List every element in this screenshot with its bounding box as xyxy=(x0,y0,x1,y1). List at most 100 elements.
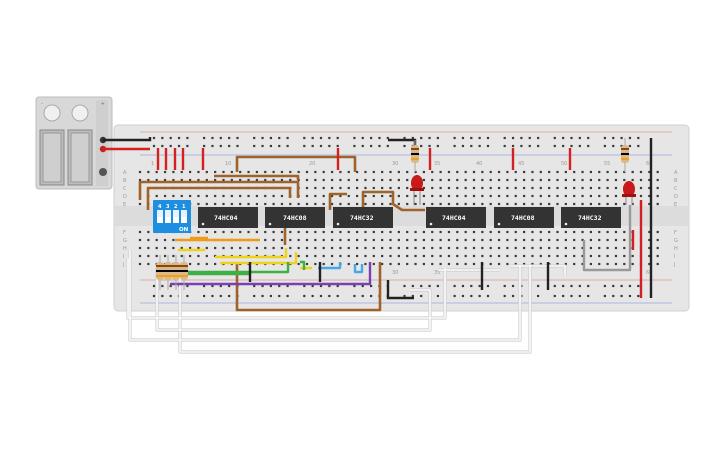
breadboard-hole[interactable] xyxy=(564,254,567,258)
breadboard-hole[interactable] xyxy=(514,230,517,234)
breadboard-hole[interactable] xyxy=(481,194,484,198)
breadboard-hole[interactable] xyxy=(155,178,158,182)
breadboard-hole[interactable] xyxy=(612,136,615,140)
breadboard-hole[interactable] xyxy=(406,254,409,258)
breadboard-hole[interactable] xyxy=(531,254,534,258)
breadboard-hole[interactable] xyxy=(336,136,339,140)
breadboard-hole[interactable] xyxy=(447,230,451,234)
green-wire[interactable] xyxy=(300,260,306,270)
breadboard-hole[interactable] xyxy=(489,230,492,234)
breadboard-hole[interactable] xyxy=(514,170,517,174)
breadboard-hole[interactable] xyxy=(336,284,339,288)
breadboard-hole[interactable] xyxy=(414,230,417,234)
breadboard-hole[interactable] xyxy=(614,194,618,198)
breadboard-hole[interactable] xyxy=(280,230,284,234)
breadboard-hole[interactable] xyxy=(489,170,492,174)
breadboard-hole[interactable] xyxy=(322,230,325,234)
breadboard-hole[interactable] xyxy=(255,170,258,174)
breadboard-hole[interactable] xyxy=(489,186,492,190)
breadboard-hole[interactable] xyxy=(228,136,231,140)
breadboard-hole[interactable] xyxy=(314,230,317,234)
breadboard-hole[interactable] xyxy=(506,186,509,190)
breadboard-hole[interactable] xyxy=(278,144,281,148)
breadboard-hole[interactable] xyxy=(573,238,576,242)
breadboard-hole[interactable] xyxy=(628,294,632,298)
breadboard-hole[interactable] xyxy=(439,230,442,234)
breadboard-hole[interactable] xyxy=(422,202,425,206)
breadboard-hole[interactable] xyxy=(548,202,551,206)
breadboard-hole[interactable] xyxy=(356,262,359,266)
breadboard-hole[interactable] xyxy=(539,254,542,258)
breadboard-hole[interactable] xyxy=(497,262,501,266)
breadboard-hole[interactable] xyxy=(155,246,158,250)
breadboard-hole[interactable] xyxy=(414,170,417,174)
breadboard-hole[interactable] xyxy=(214,170,217,174)
breadboard-hole[interactable] xyxy=(623,170,626,174)
breadboard-hole[interactable] xyxy=(539,238,542,242)
breadboard-hole[interactable] xyxy=(436,284,439,288)
breadboard-hole[interactable] xyxy=(197,170,200,174)
breadboard-hole[interactable] xyxy=(631,178,634,182)
breadboard-hole[interactable] xyxy=(330,170,334,174)
breadboard-hole[interactable] xyxy=(330,262,334,266)
breadboard-hole[interactable] xyxy=(514,194,517,198)
breadboard-hole[interactable] xyxy=(347,202,350,206)
breadboard-hole[interactable] xyxy=(261,294,264,298)
resistor[interactable] xyxy=(156,255,164,290)
breadboard-hole[interactable] xyxy=(214,230,217,234)
breadboard-hole[interactable] xyxy=(472,202,476,206)
breadboard-hole[interactable] xyxy=(453,284,456,288)
breadboard-hole[interactable] xyxy=(472,246,476,250)
brown-wire[interactable] xyxy=(214,174,300,180)
breadboard-hole[interactable] xyxy=(447,186,451,190)
breadboard-hole[interactable] xyxy=(598,262,601,266)
breadboard-hole[interactable] xyxy=(305,194,309,198)
breadboard-hole[interactable] xyxy=(264,246,267,250)
breadboard-hole[interactable] xyxy=(214,202,217,206)
breadboard-hole[interactable] xyxy=(347,238,350,242)
breadboard-hole[interactable] xyxy=(330,186,334,190)
breadboard-hole[interactable] xyxy=(205,246,208,250)
breadboard-hole[interactable] xyxy=(656,262,659,266)
breadboard-hole[interactable] xyxy=(247,178,250,182)
breadboard-hole[interactable] xyxy=(364,262,367,266)
breadboard-hole[interactable] xyxy=(322,202,325,206)
breadboard-hole[interactable] xyxy=(177,144,181,148)
breadboard-hole[interactable] xyxy=(447,262,451,266)
breadboard-hole[interactable] xyxy=(422,246,425,250)
breadboard-hole[interactable] xyxy=(573,202,576,206)
breadboard-hole[interactable] xyxy=(381,238,384,242)
breadboard-hole[interactable] xyxy=(562,294,565,298)
breadboard-hole[interactable] xyxy=(389,246,392,250)
breadboard-hole[interactable] xyxy=(539,202,542,206)
breadboard-hole[interactable] xyxy=(497,230,501,234)
breadboard-hole[interactable] xyxy=(511,144,515,148)
breadboard-hole[interactable] xyxy=(381,178,384,182)
breadboard-hole[interactable] xyxy=(506,170,509,174)
breadboard-hole[interactable] xyxy=(553,284,556,288)
breadboard-hole[interactable] xyxy=(172,246,175,250)
breadboard-hole[interactable] xyxy=(578,144,581,148)
breadboard-hole[interactable] xyxy=(523,202,526,206)
led[interactable] xyxy=(410,175,424,205)
breadboard-hole[interactable] xyxy=(589,230,592,234)
ic-74hc04-2[interactable]: 74HC04 xyxy=(426,207,486,228)
brown-wire[interactable] xyxy=(146,186,292,210)
breadboard-hole[interactable] xyxy=(503,294,506,298)
breadboard-hole[interactable] xyxy=(353,136,356,140)
breadboard-hole[interactable] xyxy=(269,294,272,298)
breadboard-hole[interactable] xyxy=(189,194,192,198)
breadboard-hole[interactable] xyxy=(497,202,501,206)
breadboard-hole[interactable] xyxy=(378,144,381,148)
breadboard-hole[interactable] xyxy=(314,178,317,182)
breadboard-hole[interactable] xyxy=(205,202,208,206)
breadboard-hole[interactable] xyxy=(269,136,272,140)
breadboard-hole[interactable] xyxy=(319,294,323,298)
breadboard-hole[interactable] xyxy=(464,194,467,198)
breadboard-hole[interactable] xyxy=(361,144,364,148)
breadboard-hole[interactable] xyxy=(289,254,292,258)
breadboard-hole[interactable] xyxy=(397,230,400,234)
breadboard-hole[interactable] xyxy=(531,178,534,182)
breadboard-hole[interactable] xyxy=(269,284,272,288)
breadboard-hole[interactable] xyxy=(186,144,189,148)
